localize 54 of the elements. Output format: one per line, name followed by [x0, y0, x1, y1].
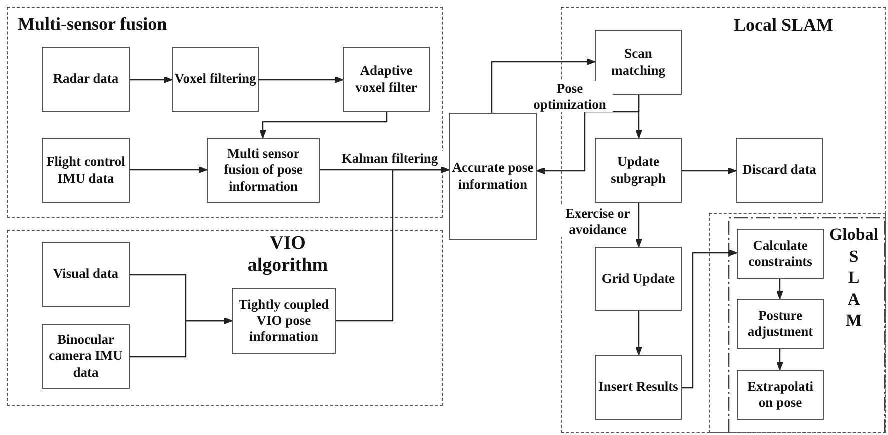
box-label: Tightly coupled VIO pose information — [238, 296, 330, 346]
box-label: Scan matching — [610, 46, 666, 79]
box-label: Insert Results — [598, 379, 678, 396]
process-box — [42, 324, 130, 389]
process-box — [42, 138, 130, 203]
box-label: Accurate pose information — [451, 160, 535, 193]
process-box — [232, 288, 336, 354]
box-label: Multi sensor fusion of pose information — [223, 146, 304, 195]
box-label: Radar data — [53, 71, 119, 88]
group-panel — [7, 7, 443, 218]
arrow — [259, 76, 344, 84]
box-label: Calculate constraints — [748, 238, 814, 270]
arrow — [130, 318, 232, 358]
arrow — [260, 112, 388, 138]
box-label: Voxel filtering — [174, 71, 256, 88]
box-label: Discard data — [742, 162, 816, 179]
process-box — [207, 138, 320, 203]
box-label: Flight control IMU data — [46, 154, 126, 187]
arrow — [776, 279, 784, 300]
arrow — [682, 168, 736, 174]
process-box — [595, 355, 682, 420]
process-box — [449, 113, 537, 240]
process-box — [595, 30, 682, 95]
process-box — [737, 370, 824, 420]
group-panel — [7, 230, 443, 406]
group-title: Global S L A M — [828, 224, 880, 332]
process-box — [737, 229, 824, 279]
box-label: Adaptive voxel filter — [354, 63, 418, 96]
group-title: Multi-sensor fusion — [18, 14, 168, 35]
process-box — [737, 299, 824, 349]
arrow — [636, 203, 642, 248]
process-box — [595, 247, 682, 311]
box-label: Extrapolati on pose — [746, 378, 814, 412]
arrow — [682, 250, 738, 389]
arrow — [130, 166, 208, 174]
arrow — [336, 166, 450, 322]
box-label: Binocular camera IMU data — [48, 332, 124, 381]
arrow — [636, 311, 642, 356]
box-label: Update subgraph — [610, 154, 667, 187]
process-box — [172, 47, 259, 112]
box-label: Posture adjustment — [746, 308, 814, 340]
arrow — [776, 349, 784, 370]
arrow — [491, 58, 596, 113]
group-title: Local SLAM — [734, 15, 834, 36]
process-box — [343, 47, 430, 112]
arrow — [130, 76, 172, 84]
box-label: Grid Update — [602, 270, 676, 288]
arrow — [536, 95, 640, 174]
box-label: Visual data — [53, 266, 119, 283]
group-title: VIO algorithm — [246, 233, 330, 277]
process-box — [42, 47, 130, 112]
process-box — [736, 138, 823, 203]
process-box — [595, 138, 682, 203]
process-box — [42, 242, 130, 307]
